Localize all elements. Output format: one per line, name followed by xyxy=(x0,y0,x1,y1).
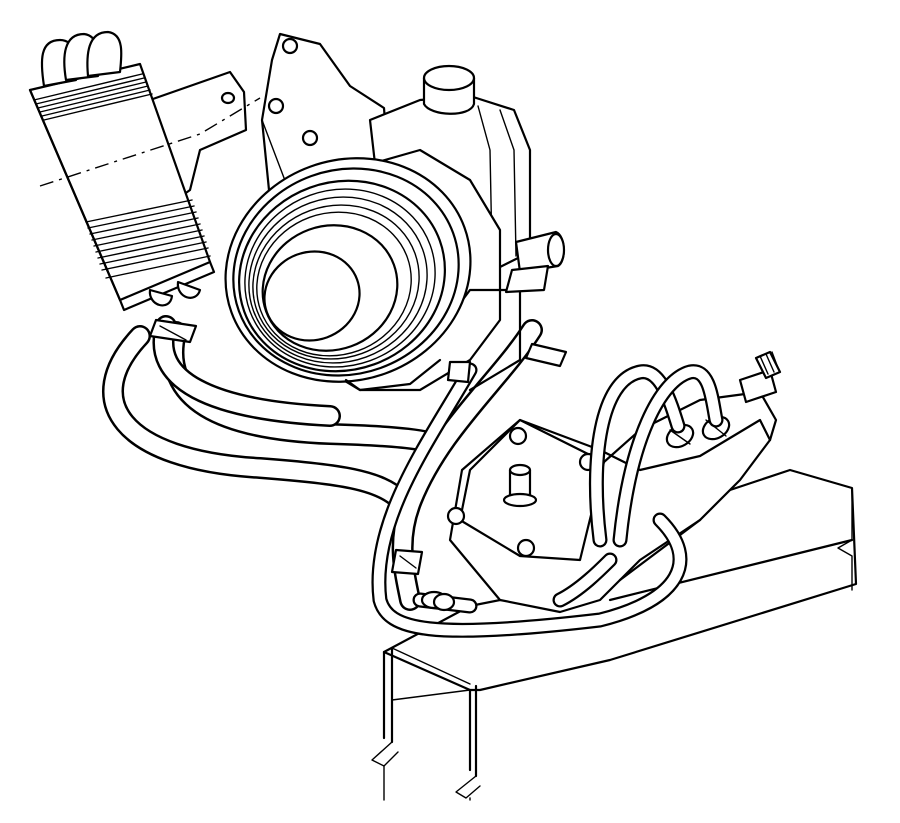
bracket-bolt xyxy=(281,37,299,55)
cover-bolt xyxy=(508,426,528,446)
pump-pulley xyxy=(224,157,472,392)
cover-bolt xyxy=(446,506,466,526)
cooler-fins xyxy=(33,73,211,279)
hose-clamp xyxy=(148,318,568,576)
gear-inlet-fitting xyxy=(420,590,456,612)
line-bracket xyxy=(446,264,550,384)
bracket-bolt xyxy=(301,129,319,147)
reservoir-cap-top xyxy=(422,64,476,92)
oil-cooler xyxy=(28,30,261,312)
bracket-bolt xyxy=(267,97,285,115)
cover-bolt xyxy=(516,538,536,558)
pulley-hub xyxy=(263,250,361,342)
